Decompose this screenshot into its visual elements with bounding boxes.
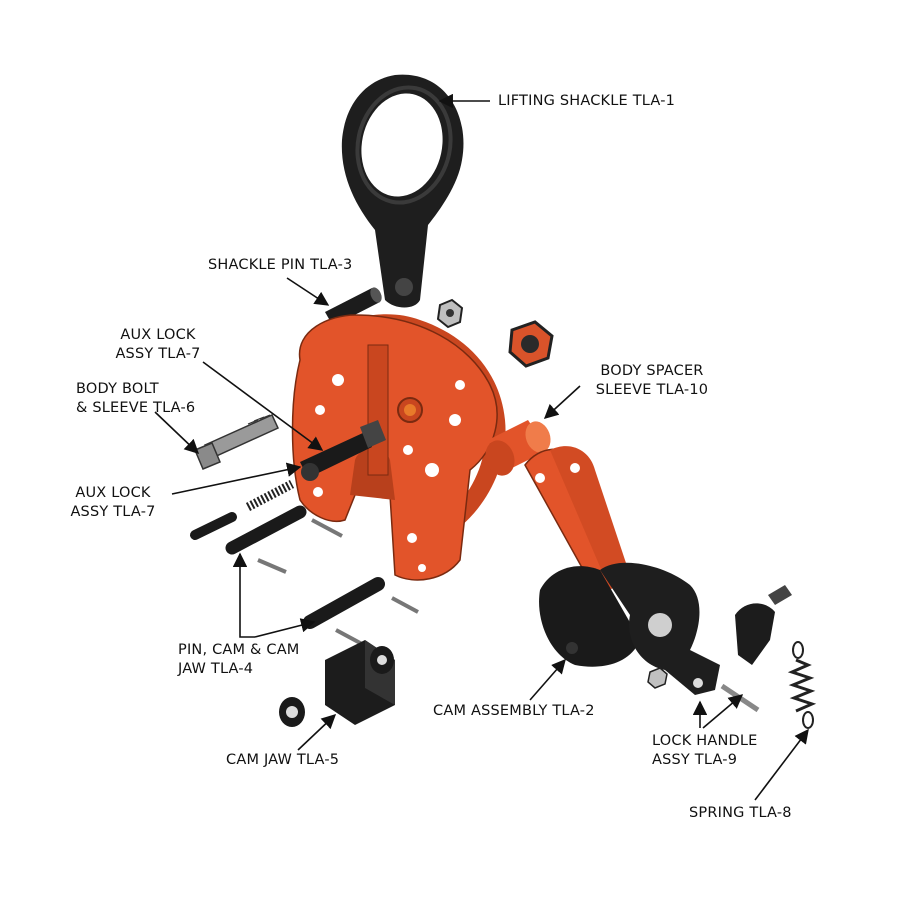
label-pin-cam-line2: JAW TLA-4	[178, 661, 254, 677]
small-bottom-nut-part	[647, 667, 668, 689]
label-lock-handle: LOCK HANDLE ASSY TLA-9	[652, 732, 758, 770]
label-body-spacer-line2: SLEEVE TLA-10	[595, 382, 709, 398]
leader-lock-handle-b	[702, 694, 744, 729]
label-aux-lock-top-line1: AUX LOCK	[120, 327, 196, 343]
label-aux-lock-mid-line2: ASSY TLA-7	[70, 504, 156, 520]
left-springs-part	[190, 480, 343, 574]
aux-lock-assy-part	[300, 420, 386, 481]
label-body-bolt: BODY BOLT & SLEEVE TLA-6	[76, 380, 195, 418]
lifting-shackle-part	[341, 74, 464, 308]
leader-cam-assembly	[529, 658, 566, 701]
label-spring: SPRING TLA-8	[689, 805, 792, 821]
leader-pin-cam-2	[254, 618, 316, 638]
label-cam-jaw: CAM JAW TLA-5	[226, 752, 340, 768]
large-nut-part	[508, 320, 554, 368]
cam-jaw-part	[279, 640, 395, 727]
label-aux-lock-top-line2: ASSY TLA-7	[115, 346, 201, 362]
label-lifting-shackle: LIFTING SHACKLE TLA-1	[498, 93, 676, 109]
leader-shackle-pin	[286, 277, 330, 306]
label-aux-lock-mid-line1: AUX LOCK	[75, 485, 151, 501]
leader-cam-jaw	[297, 714, 337, 751]
leader-aux-lock-mid	[171, 462, 302, 495]
label-body-spacer-line1: BODY SPACER	[600, 363, 704, 379]
lock-handle-assy-part	[720, 585, 792, 713]
label-lock-handle-line1: LOCK HANDLE	[652, 733, 758, 749]
label-cam-assembly: CAM ASSEMBLY TLA-2	[433, 703, 595, 719]
spring-part	[787, 641, 817, 729]
leader-aux-lock-top	[202, 361, 324, 451]
label-pin-cam: PIN, CAM & CAM JAW TLA-4	[178, 641, 300, 679]
label-body-spacer: BODY SPACER SLEEVE TLA-10	[582, 362, 722, 400]
label-lock-handle-line2: ASSY TLA-9	[652, 752, 738, 768]
leader-body-bolt	[154, 411, 200, 454]
pin-cam-part	[303, 577, 419, 646]
leader-spring	[754, 728, 809, 801]
leader-pin-cam	[232, 552, 255, 638]
leader-body-spacer	[543, 385, 581, 419]
label-shackle-pin: SHACKLE PIN TLA-3	[208, 257, 353, 273]
leader-lines	[154, 93, 809, 801]
body-bolt-part	[194, 414, 279, 470]
label-body-bolt-line1: BODY BOLT	[76, 381, 159, 397]
label-aux-lock-top: AUX LOCK ASSY TLA-7	[102, 326, 214, 364]
label-aux-lock-mid: AUX LOCK ASSY TLA-7	[58, 484, 168, 522]
label-pin-cam-line1: PIN, CAM & CAM	[178, 642, 300, 658]
body-plates-part	[291, 314, 506, 581]
cam-assembly-part	[524, 446, 720, 695]
label-body-bolt-line2: & SLEEVE TLA-6	[76, 400, 196, 416]
small-nut-part	[436, 298, 464, 329]
